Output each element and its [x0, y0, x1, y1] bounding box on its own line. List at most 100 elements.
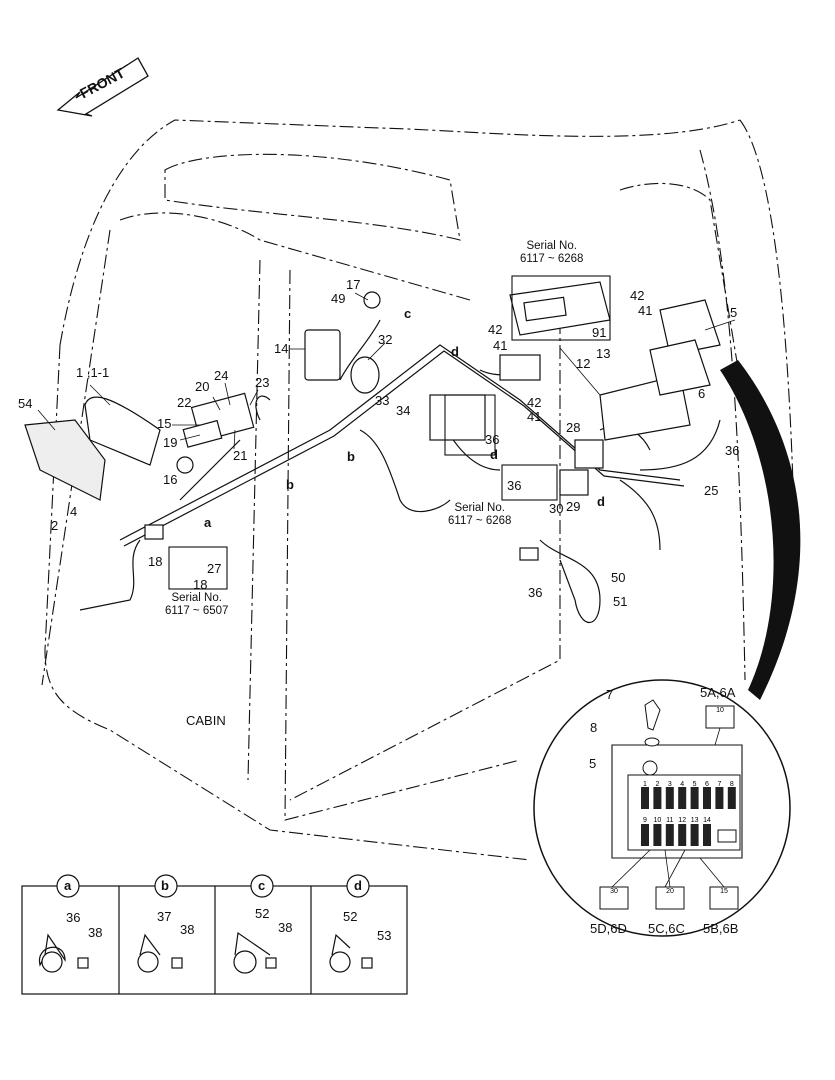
part-label-54: 54: [18, 396, 33, 411]
part-label-4: 4: [70, 504, 78, 519]
leader-lines: [37, 292, 736, 450]
fuse-label-5d-6d: 5D,6D: [590, 921, 627, 936]
fuse-slot-top: [715, 787, 724, 809]
detail-label-8: 8: [590, 720, 598, 735]
clamp-label-b: b: [347, 449, 355, 464]
serial-note-left: Serial No. 6117 ~ 6507: [165, 592, 228, 618]
callout-wedge: [720, 360, 801, 700]
fuse-slot-top: [665, 787, 674, 809]
fuse-slot-top: [653, 787, 662, 809]
part-label-42-a: 42: [488, 322, 503, 337]
fuse-number: 4: [680, 781, 684, 788]
legend-part-52: 52: [343, 909, 358, 924]
fuse-number: 5: [693, 781, 697, 788]
part-label-13: 13: [596, 346, 611, 361]
clamp-legend: [21, 874, 408, 995]
part-label-18: 18: [148, 554, 163, 569]
serial-range: 6117 ~ 6268: [448, 515, 512, 527]
part-label-41-a: 41: [493, 338, 508, 353]
legend-part-37: 37: [157, 909, 172, 924]
fuse-number: 1: [643, 781, 647, 788]
fuse-slot-top: [727, 787, 736, 809]
detail-label-5: 5: [589, 756, 597, 771]
fuse-label-5b-6b: 5B,6B: [703, 921, 739, 936]
part-label-17: 17: [346, 277, 361, 292]
clamp-label-d: d: [451, 344, 459, 359]
legend-part-36: 36: [66, 910, 81, 925]
fuse-number: 12: [678, 817, 686, 824]
fuse-rating-10: 10: [716, 707, 724, 714]
fuse-number: 14: [703, 817, 711, 824]
fuse-number: 11: [666, 817, 673, 824]
fuse-slot-top: [641, 787, 649, 809]
legend-part-38: 38: [278, 920, 293, 935]
part-label-28: 28: [566, 420, 581, 435]
cabin-outline: [41, 119, 796, 861]
part-label-42-b: 42: [527, 395, 542, 410]
part-label-2: 2: [51, 518, 59, 533]
part-label-51: 51: [613, 594, 628, 609]
part-label-34: 34: [396, 403, 411, 418]
fuse-slot-bottom: [665, 824, 674, 846]
fuse-rating-30: 30: [610, 888, 618, 895]
fuse-number: 9: [643, 817, 647, 824]
part-label-36-a: 36: [485, 432, 500, 447]
clamp-label-d: d: [490, 447, 498, 462]
part-label-12: 12: [576, 356, 591, 371]
part-label-16: 16: [163, 472, 178, 487]
legend-key-a: a: [64, 878, 72, 893]
inset-boxes: [168, 275, 611, 590]
part-label-1: 1 ,1-1: [76, 365, 110, 380]
part-label-14: 14: [274, 341, 289, 356]
part-label-6: 6: [698, 386, 706, 401]
part-label-91: 91: [592, 325, 607, 340]
legend-part-52: 52: [255, 906, 270, 921]
fuse-slot-top: [703, 787, 711, 809]
part-label-32: 32: [378, 332, 393, 347]
legend-key-b: b: [161, 878, 169, 893]
part-label-40: 40: [727, 372, 742, 387]
part-label-42-c: 42: [630, 288, 645, 303]
part-label-36-d: 36: [528, 585, 543, 600]
part-label-19: 19: [163, 435, 178, 450]
fuse-number: 2: [655, 781, 659, 788]
fuse-number: 7: [717, 781, 721, 788]
part-label-29: 29: [566, 499, 581, 514]
part-label-22: 22: [177, 395, 192, 410]
fuse-number: 13: [691, 817, 699, 824]
part-label-30: 30: [549, 501, 564, 516]
part-label-18-inset: 18: [193, 577, 208, 592]
part-label-50: 50: [611, 570, 626, 585]
serial-range: 6117 ~ 6268: [520, 253, 584, 265]
part-label-36-b: 36: [507, 478, 522, 493]
part-label-39: 39: [743, 387, 758, 402]
legend-part-38: 38: [88, 925, 103, 940]
serial-note-middle: Serial No. 6117 ~ 6268: [448, 502, 511, 528]
serial-title: Serial No.: [526, 240, 577, 252]
serial-title: Serial No.: [454, 502, 505, 514]
clamp-label-d: d: [597, 494, 605, 509]
fuse-slot-bottom: [641, 824, 649, 846]
front-arrow: [56, 57, 149, 117]
fuse-slot-bottom: [690, 824, 699, 846]
fuse-number: 3: [668, 781, 672, 788]
fuse-number: 10: [654, 817, 662, 824]
legend-key-c: c: [258, 878, 266, 893]
fuse-slot-bottom: [678, 824, 687, 846]
clamp-label-a: a: [204, 515, 212, 530]
part-label-27: 27: [207, 561, 222, 576]
part-label-15: 15: [157, 416, 172, 431]
fuse-number: 6: [705, 781, 709, 788]
fuse-rating-20: 20: [666, 888, 674, 895]
part-label-23: 23: [255, 375, 270, 390]
fuse-slot-bottom: [703, 824, 711, 846]
fuse-number: 8: [730, 781, 734, 788]
serial-note-top-right: Serial No. 6117 ~ 6268: [520, 240, 583, 266]
fuse-slot-bottom: [653, 824, 662, 846]
part-label-36-c: 36: [725, 443, 740, 458]
clamp-label-b: b: [286, 477, 294, 492]
part-label-41-b: 41: [527, 409, 542, 424]
part-label-41-c: 41: [638, 303, 653, 318]
components: [24, 281, 721, 561]
